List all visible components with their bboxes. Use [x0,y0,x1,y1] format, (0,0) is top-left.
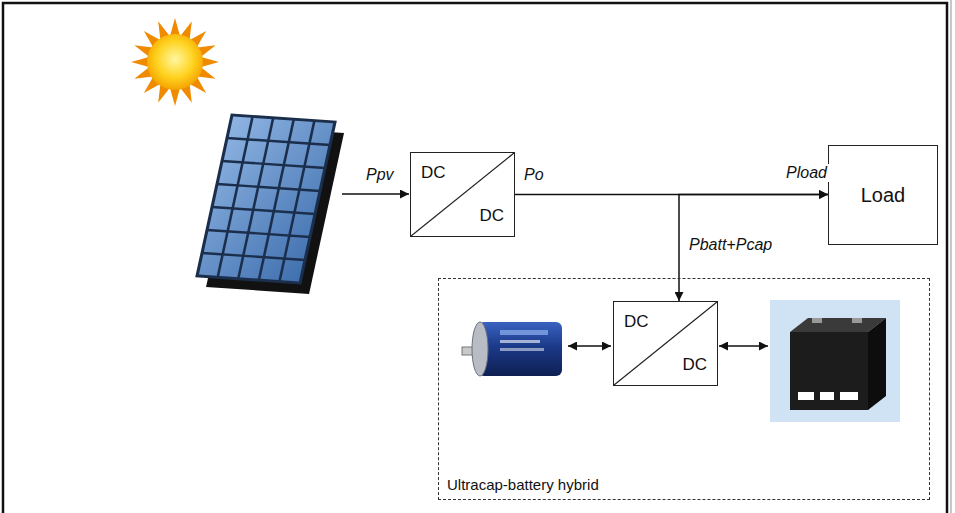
hybrid-storage-group: Ultracap-battery hybrid DC DC [438,278,930,500]
power-label: Pload [784,164,829,182]
box-text: Load [861,184,906,207]
edge-label: Pbatt+Pcap [687,236,774,254]
diagonal-line [411,153,514,236]
solar-panel-part-part-part [207,230,310,237]
page-frame-part [3,3,947,513]
solar-panel [197,115,344,294]
battery-picture-part [840,392,858,400]
battery-picture-part [798,392,814,400]
pv-arrow [342,194,409,195]
battery-picture [770,300,900,422]
power-label: Ppv [364,166,396,184]
battery-picture-part [790,332,868,410]
solar-panel-part-part-part [217,184,320,191]
ultracapacitor-picture-part [500,348,544,351]
solar-panel-part-part [197,115,335,283]
converter-box: DC DC [410,152,515,237]
page-frame-part [950,0,952,513]
converter-text: DC [682,355,707,375]
pv-arrow-part [342,193,409,195]
sun-icon-part-part [131,57,149,67]
battery-picture-part [868,318,886,410]
storage-arrows-part [719,345,768,347]
solar-panel-part-part-part [227,138,330,145]
battery-picture-part [820,392,834,400]
ultracapacitor-picture [462,322,562,376]
diagonal-line [614,302,717,385]
solar-panel-part-part [197,115,335,283]
converter-text: DC [479,206,504,226]
sun-icon-part-part [170,18,180,36]
ultracapacitor-picture-part [472,322,488,376]
ultracapacitor-picture-part [500,340,540,343]
solar-panel-part [197,115,335,283]
ultracapacitor-picture-part [478,322,562,376]
sun-icon [131,18,219,106]
battery-picture-part [812,318,822,323]
solar-panel-part-part-part [212,207,315,214]
group-heading: Ultracap-battery hybrid [447,476,599,493]
battery-picture-part [770,300,900,422]
load-box: Load [828,145,938,245]
converter-text: DC [624,312,649,332]
sun-icon-part [147,34,203,90]
power-flow-connector [679,195,828,302]
converter-text: DC [421,163,446,183]
ultracapacitor-picture-part [500,330,548,335]
solar-panel-part-part-part [202,253,305,260]
converter-box: DC DC [613,301,718,386]
page-frame [3,0,951,513]
sun-icon-part [131,18,219,106]
power-label: Po [522,166,546,184]
sun-icon-part-part [170,88,180,106]
solar-panel-part-part-part [222,161,325,168]
sun-icon-part-part [201,57,219,67]
storage-arrows-part [568,345,611,347]
battery-picture-part [852,318,862,323]
